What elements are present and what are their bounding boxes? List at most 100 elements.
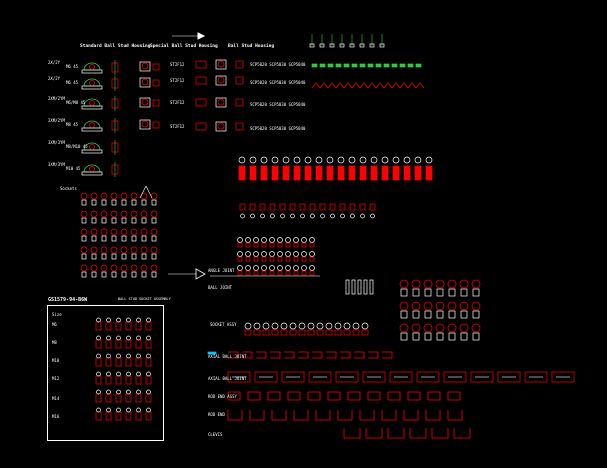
- eye-body-1-0: [400, 310, 408, 319]
- socket-body-3-7: [151, 253, 157, 260]
- conn-ball-1-7: [293, 251, 299, 257]
- conn-body-0-6: [285, 242, 291, 248]
- rod-end-b-8: [387, 391, 401, 401]
- conn-ball-2-7: [293, 265, 299, 271]
- bolt-head-17: [425, 156, 433, 164]
- spec-panel-subtitle: BALL STUD SOCKET ASSEMBLY: [118, 297, 171, 301]
- conn-body-0-0: [237, 242, 243, 248]
- socket-body-2-3: [111, 235, 117, 242]
- lower-label-4: ROD END: [208, 412, 225, 417]
- housing-dome-0: [83, 62, 101, 71]
- eye-ring-2-4: [447, 323, 457, 333]
- green-stud-head-5: [359, 43, 365, 48]
- mid-code-4: ST2F12: [170, 124, 185, 129]
- socket-body-1-2: [101, 217, 107, 224]
- conn-ball-1-6: [285, 251, 291, 257]
- socket-body-2-5: [131, 235, 137, 242]
- rod-end-frame-8: [443, 371, 467, 383]
- housing-base-1: [81, 85, 103, 90]
- green-stud-head-4: [349, 43, 355, 48]
- housing-ball-3: [89, 122, 95, 128]
- socket-body-4-3: [111, 271, 117, 278]
- axial-bracket-a-9: [354, 351, 365, 359]
- socket-body-1-3: [111, 217, 117, 224]
- clevis-7: [381, 410, 397, 421]
- socket-2-7: [150, 228, 158, 236]
- red-wedge-13: [415, 82, 425, 89]
- red-wedge-11: [399, 82, 409, 89]
- special-ball-3: [141, 120, 149, 128]
- socket-body-1-0: [81, 217, 87, 224]
- socket-body-4-6: [141, 271, 147, 278]
- small-part-ring-8: [320, 213, 325, 219]
- red-wedge-7: [367, 82, 377, 89]
- conn-ball-1-9: [309, 251, 315, 257]
- eye-body-2-3: [436, 332, 444, 341]
- spec-ball-5-3: [126, 407, 131, 413]
- bolt-head-12: [370, 156, 378, 164]
- clevis-9: [425, 410, 441, 421]
- row-label-3: 2XM/2YM: [48, 96, 65, 101]
- clevis-2: [271, 410, 287, 421]
- small-part-6: [299, 203, 306, 211]
- small-part-ring-9: [330, 213, 335, 219]
- conn-ball-0-2: [253, 237, 259, 243]
- spec-ball-4-5: [146, 389, 151, 395]
- socket-0-7: [150, 192, 158, 200]
- conn-ball-0-3: [261, 237, 267, 243]
- socket-1-0: [80, 210, 88, 218]
- small-part-0: [239, 203, 246, 211]
- spec-ball-2-4: [136, 353, 141, 359]
- small-part-ring-3: [270, 213, 275, 219]
- assy-body-9: [325, 329, 333, 336]
- eye-ring-2-1: [411, 323, 421, 333]
- spec-ball-1-0: [96, 335, 101, 341]
- assy-body-2: [262, 329, 270, 336]
- assy-ring-7: [307, 322, 315, 330]
- eye-ring-2-5: [459, 323, 469, 333]
- eye-body-2-5: [460, 332, 468, 341]
- socket-4-0: [80, 264, 88, 272]
- socket-body-3-3: [111, 253, 117, 260]
- spec-ball-5-1: [106, 407, 111, 413]
- bolt-shank-16: [414, 165, 422, 181]
- row-label-2: 2X/2Y: [48, 76, 61, 81]
- eye-body-0-4: [448, 288, 456, 297]
- rod-end-frame-6: [389, 371, 413, 383]
- spec-panel-title: GS1579-94-B6W: [48, 297, 88, 303]
- conn-ball-0-7: [293, 237, 299, 243]
- eye-ring-0-6: [471, 279, 481, 289]
- green-tag-0: [311, 63, 318, 68]
- cyan-marker: [207, 351, 217, 355]
- special-housing-0: [139, 61, 151, 72]
- conn-body-1-4: [269, 256, 275, 262]
- housing-dome-1: [83, 78, 101, 87]
- socket-3-0: [80, 246, 88, 254]
- eye-ring-2-3: [435, 323, 445, 333]
- rod-end-b-5: [327, 391, 341, 401]
- small-part-5: [289, 203, 296, 211]
- green-tag-2: [327, 63, 334, 68]
- bolt-head-14: [392, 156, 400, 164]
- spec-ball-2-5: [146, 353, 151, 359]
- assy-ring-5: [289, 322, 297, 330]
- conn-body-0-7: [293, 242, 299, 248]
- conn-body-2-1: [245, 270, 251, 276]
- small-part-ring-10: [340, 213, 345, 219]
- rod-end-b-2: [267, 391, 281, 401]
- conn-ball-1-1: [245, 251, 251, 257]
- special-stud-2: [152, 99, 160, 107]
- spec-ball-0-1: [106, 317, 111, 323]
- conn-body-1-0: [237, 256, 243, 262]
- conn-body-2-6: [285, 270, 291, 276]
- vertical-stud-4: [369, 279, 374, 295]
- small-part-ring-1: [250, 213, 255, 219]
- eye-ring-2-6: [471, 323, 481, 333]
- small-part-ring-7: [310, 213, 315, 219]
- mid-part-a-0: [195, 60, 207, 69]
- rod-end-frame-7: [416, 371, 440, 383]
- socket-body-1-5: [131, 217, 137, 224]
- spec-ball-3-3: [126, 371, 131, 377]
- bolt-shank-12: [370, 165, 378, 181]
